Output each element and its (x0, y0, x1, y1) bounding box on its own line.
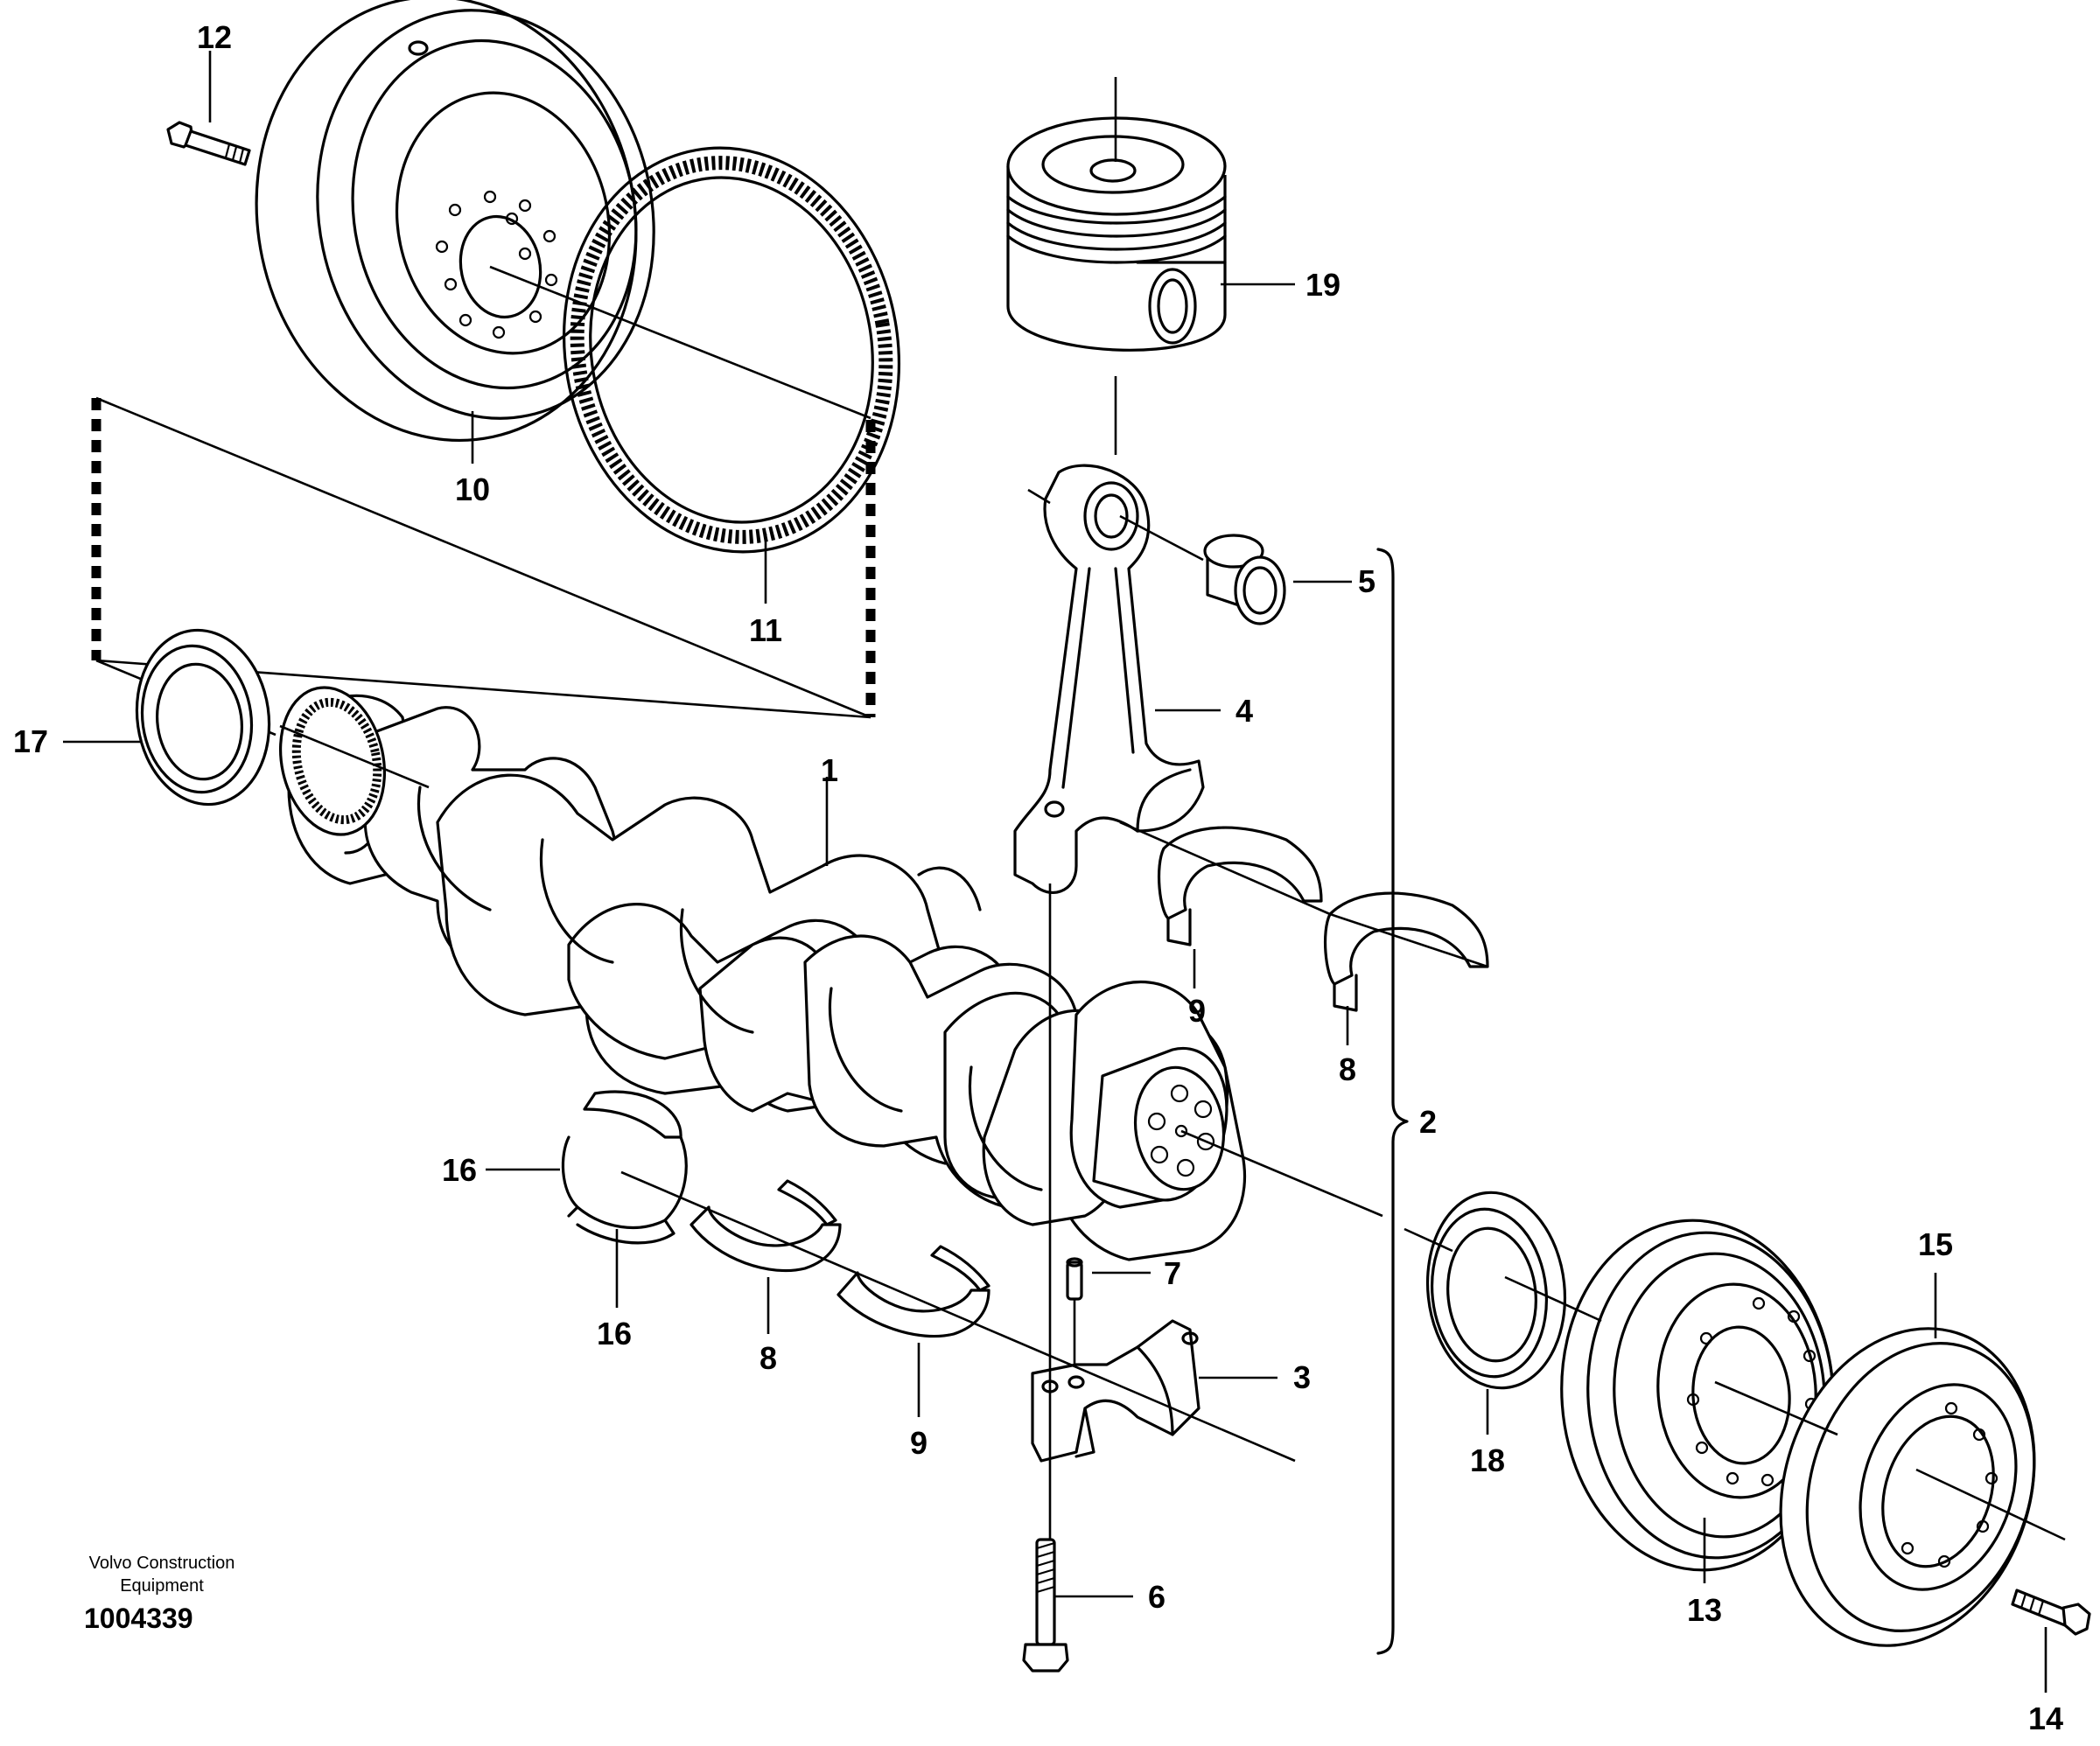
callout-13: 13 (1687, 1592, 1722, 1628)
callout-16-lower: 16 (597, 1316, 632, 1351)
callout-1: 1 (821, 752, 838, 788)
callout-19: 19 (1306, 267, 1340, 303)
thrust-washer-part (561, 1090, 688, 1245)
callout-6: 6 (1148, 1579, 1166, 1615)
callout-2: 2 (1419, 1104, 1437, 1140)
assembly-axis-lines (279, 265, 2066, 1541)
upper-bearing-shell-8 (1323, 891, 1489, 1012)
callout-15: 15 (1918, 1226, 1953, 1262)
damper-bolt-part (2011, 1589, 2091, 1636)
callout-9-lower: 9 (910, 1425, 928, 1461)
callout-14: 14 (2028, 1701, 2063, 1736)
bearing-cap-part (1031, 1319, 1200, 1463)
callout-8-upper: 8 (1339, 1051, 1356, 1087)
document-number: 1004339 (84, 1603, 193, 1634)
callout-labels: 1 2 3 4 5 6 7 8 8 9 9 10 11 12 13 14 15 … (13, 19, 2063, 1736)
lower-bearing-shell-9 (836, 1245, 990, 1338)
assembly-bracket (1376, 548, 1409, 1655)
front-seal-part (1425, 1191, 1567, 1390)
flywheel-bolt-part (166, 121, 251, 166)
callout-11: 11 (749, 612, 782, 648)
callout-9-upper: 9 (1188, 993, 1206, 1029)
callout-12: 12 (197, 19, 232, 55)
callout-16-upper: 16 (442, 1152, 477, 1188)
dowel-pin-part (1066, 1257, 1083, 1301)
callout-17: 17 (13, 723, 48, 759)
cap-bolt-part (1022, 1538, 1069, 1673)
callout-3: 3 (1293, 1359, 1311, 1395)
callout-5: 5 (1358, 563, 1376, 599)
brand-line-2: Equipment (120, 1576, 204, 1596)
brand-caption: Volvo Construction Equipment (61, 1552, 262, 1597)
crankshaft-part (278, 686, 1247, 1261)
lower-bearing-shell-8 (690, 1179, 842, 1273)
callout-18: 18 (1470, 1442, 1505, 1478)
piston-part (1006, 116, 1227, 352)
callout-8-lower: 8 (760, 1340, 777, 1376)
callout-4: 4 (1236, 693, 1253, 729)
callout-leaders (63, 51, 2048, 1693)
rear-seal-part (135, 628, 271, 807)
brand-line-1: Volvo Construction (88, 1554, 235, 1573)
connecting-rod-part (1013, 464, 1205, 894)
flywheel-part (255, 0, 655, 443)
callout-10: 10 (455, 471, 490, 507)
upper-bearing-shell-9 (1157, 826, 1323, 946)
bushing-part (1203, 534, 1286, 625)
callout-7: 7 (1164, 1255, 1181, 1291)
